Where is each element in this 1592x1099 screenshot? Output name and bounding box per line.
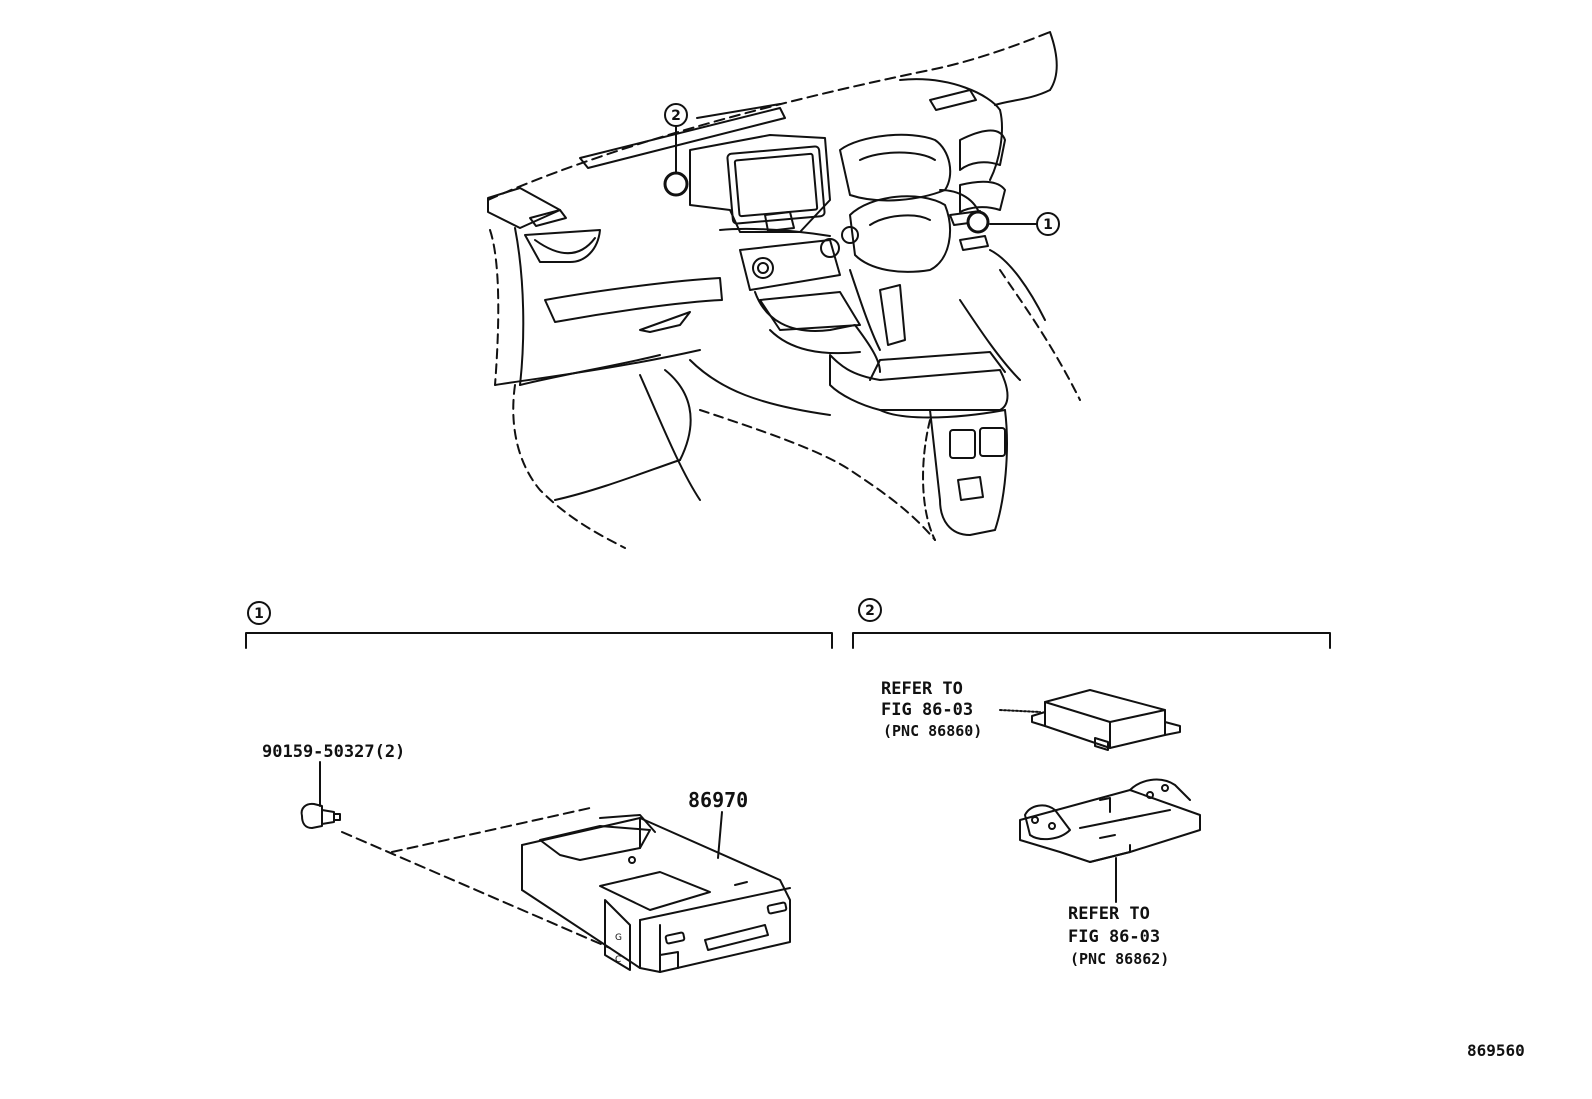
- section-one-number: 1: [254, 606, 264, 622]
- fastener-part-number: 90159-50327(2): [262, 742, 406, 762]
- dash-callout-1-number: 1: [1043, 217, 1053, 233]
- dash-callout-2-number: 2: [671, 108, 681, 124]
- ref-lower-line1: REFER TO: [1068, 904, 1150, 924]
- svg-text:G: G: [615, 933, 622, 943]
- ref-upper-line1: REFER TO: [881, 679, 963, 699]
- ref-lower-line3: (PNC 86862): [1070, 950, 1170, 968]
- ecu-box: [999, 689, 1181, 751]
- module-86970: G C: [521, 814, 791, 973]
- dashboard-illustration: [487, 31, 1081, 549]
- section-two: 2: [852, 598, 1331, 903]
- fastener-bolt: [300, 761, 341, 829]
- figure-id: 869560: [1467, 1041, 1525, 1060]
- dash-callout-2: 2: [663, 103, 689, 197]
- ecu-bracket: [1019, 778, 1201, 863]
- ref-upper-line3: (PNC 86860): [883, 722, 983, 740]
- module-part-number: 86970: [688, 788, 749, 812]
- section-one: 1: [245, 601, 833, 973]
- dash-callout-1: 1: [966, 210, 1060, 236]
- ref-upper-line2: FIG 86-03: [881, 700, 974, 720]
- section-two-number: 2: [865, 603, 875, 619]
- svg-text:C: C: [615, 955, 621, 965]
- ref-lower-line2: FIG 86-03: [1068, 927, 1161, 947]
